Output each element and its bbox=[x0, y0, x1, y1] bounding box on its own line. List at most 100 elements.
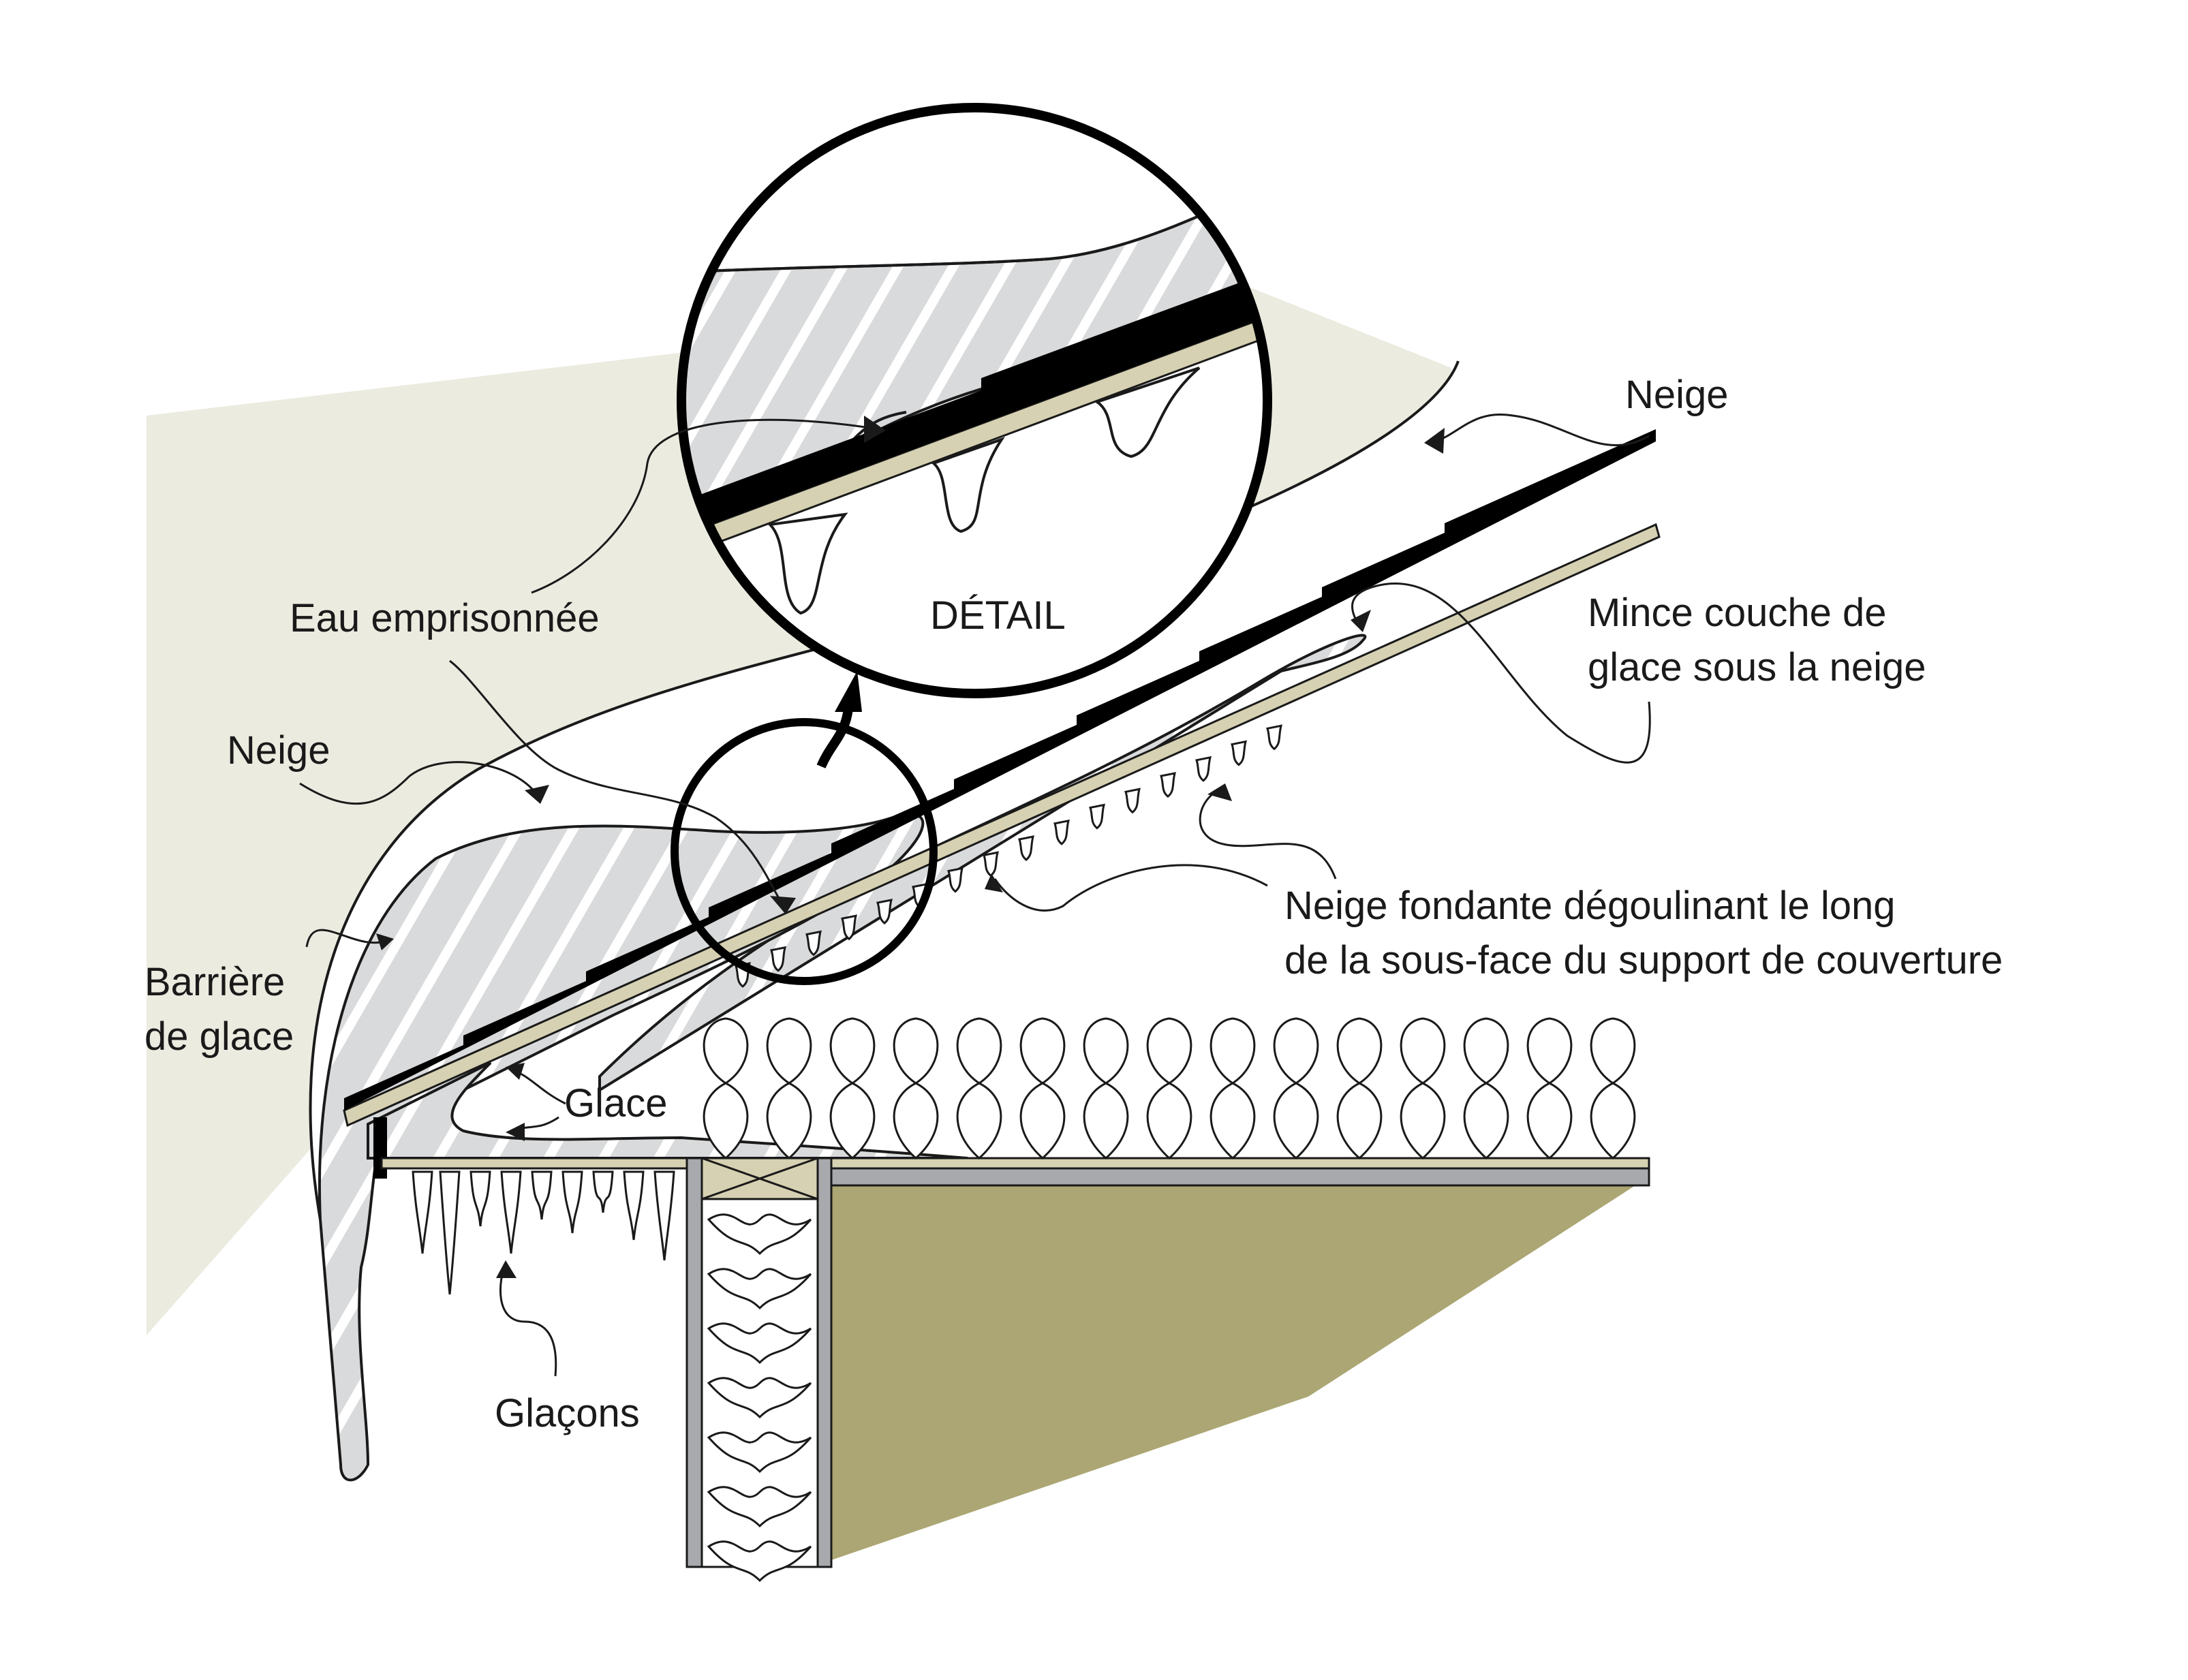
detail-connector-arrow bbox=[816, 707, 853, 768]
icicles-group bbox=[412, 1170, 675, 1295]
arrowhead-snow-top bbox=[1424, 428, 1445, 454]
wall-stud-inner bbox=[816, 1157, 833, 1568]
detail-frame bbox=[677, 103, 1272, 698]
leader-thin-ice bbox=[1351, 582, 1651, 764]
wall-insulation-batt bbox=[707, 1377, 812, 1419]
insulation-batt bbox=[829, 1017, 876, 1160]
drip bbox=[1231, 740, 1248, 766]
drip bbox=[1053, 819, 1070, 845]
arrowhead-trapped-water-bottom bbox=[770, 896, 796, 914]
detail-drip-1 bbox=[767, 512, 848, 615]
icicle bbox=[500, 1170, 522, 1254]
arrowhead-icicles bbox=[496, 1260, 517, 1278]
drip bbox=[876, 899, 893, 924]
wall-stud-outer bbox=[685, 1157, 703, 1568]
insulation-batt bbox=[1336, 1017, 1383, 1160]
label-thin-ice-line-2: glace sous la neige bbox=[1588, 645, 1926, 689]
insulation-batt bbox=[1590, 1017, 1636, 1160]
insulation-batt bbox=[956, 1017, 1002, 1160]
leader-icicles bbox=[499, 1266, 557, 1377]
detail-snow-line bbox=[681, 203, 1227, 274]
insulation-batt bbox=[766, 1017, 812, 1160]
arrowhead-melting-snow bbox=[1207, 783, 1232, 801]
insulation-batt bbox=[1083, 1017, 1129, 1160]
label-ice-dam-line-2: de glace bbox=[144, 1014, 294, 1059]
drip bbox=[1266, 724, 1283, 751]
leader-trapped-water-top bbox=[531, 418, 880, 594]
icicle bbox=[531, 1170, 553, 1220]
wall-insulation bbox=[707, 1213, 812, 1583]
drip bbox=[1195, 756, 1212, 782]
drip bbox=[1124, 788, 1141, 814]
detail-shingles bbox=[681, 262, 1267, 538]
insulation-batt bbox=[1526, 1017, 1573, 1160]
label-snow-top: Neige bbox=[1625, 373, 1729, 417]
arrowhead-melting-snow-2 bbox=[985, 873, 1003, 892]
detail-drip-3 bbox=[1094, 367, 1201, 458]
detail-view bbox=[677, 103, 1272, 698]
attic-insulation bbox=[703, 1017, 1636, 1160]
drip bbox=[1089, 803, 1106, 830]
leader-melting-snow bbox=[1199, 789, 1337, 880]
wall-insulation-batt bbox=[707, 1268, 812, 1310]
snow-outline bbox=[309, 360, 1460, 1220]
label-thin-ice: Mince couche de glace sous la neige bbox=[1588, 586, 1926, 695]
icicle bbox=[592, 1170, 614, 1213]
ceiling-board bbox=[830, 1167, 1650, 1187]
top-plate-cross bbox=[701, 1157, 818, 1200]
drip bbox=[770, 946, 787, 972]
insulation-batt bbox=[1273, 1017, 1319, 1160]
label-trapped-water: Eau emprisonnée bbox=[290, 596, 600, 640]
label-snow-left: Neige bbox=[227, 728, 330, 773]
leader-snow-top bbox=[1430, 414, 1650, 447]
label-icicles: Glaçons bbox=[495, 1391, 640, 1435]
insulation-batt bbox=[893, 1017, 939, 1160]
insulation-batt bbox=[1146, 1017, 1192, 1160]
icicle bbox=[439, 1170, 461, 1295]
label-ice: Glace bbox=[564, 1081, 668, 1125]
drip bbox=[1160, 772, 1177, 798]
drip bbox=[841, 914, 858, 941]
leader-snow-left bbox=[299, 761, 540, 805]
icicle bbox=[412, 1170, 433, 1254]
roof-shingles bbox=[344, 429, 1656, 1110]
drip bbox=[1018, 835, 1035, 861]
label-ice-dam-line-1: Barrière bbox=[144, 960, 286, 1004]
leader-melting-snow-2 bbox=[993, 864, 1268, 912]
leader-ice-dam bbox=[305, 929, 389, 948]
ceiling-drywall bbox=[831, 1185, 1635, 1560]
insulation-batt bbox=[1209, 1017, 1256, 1160]
label-ice-dam: Barrière de glace bbox=[144, 955, 294, 1064]
detail-callout-small bbox=[671, 718, 938, 985]
roof-sheathing bbox=[343, 523, 1661, 1127]
label-detail: DÉTAIL bbox=[930, 593, 1066, 638]
arrowhead-ice-dam bbox=[376, 933, 394, 950]
arrowhead-trapped-water-top bbox=[864, 416, 886, 443]
detail-connector-arrowhead bbox=[835, 671, 862, 712]
ice-pocket bbox=[367, 1061, 968, 1160]
insulation-batt bbox=[1400, 1017, 1446, 1160]
arrowhead-ice-2 bbox=[506, 1123, 525, 1141]
insulation-batt bbox=[1019, 1017, 1066, 1160]
drip bbox=[805, 930, 822, 956]
icicle bbox=[561, 1170, 583, 1234]
wall-insulation-batt bbox=[707, 1431, 812, 1474]
label-melting-snow-line-1: Neige fondante dégoulinant le long bbox=[1284, 884, 1896, 928]
icicle bbox=[653, 1170, 675, 1261]
label-melting-snow-line-2: de la sous-face du support de couverture bbox=[1284, 938, 2003, 982]
detail-drip-2 bbox=[930, 437, 1005, 533]
arrowhead-thin-ice bbox=[1351, 610, 1371, 632]
label-melting-snow: Neige fondante dégoulinant le long de la… bbox=[1284, 879, 2003, 988]
icicle bbox=[623, 1170, 645, 1241]
wall-insulation-batt bbox=[707, 1322, 812, 1365]
label-thin-ice-line-1: Mince couche de bbox=[1588, 591, 1887, 635]
wall-insulation-batt bbox=[707, 1540, 812, 1583]
drip bbox=[947, 867, 964, 893]
insulation-batt bbox=[703, 1017, 749, 1160]
soffit bbox=[380, 1157, 1650, 1170]
wall-insulation-batt bbox=[707, 1213, 812, 1256]
insulation-batt bbox=[1463, 1017, 1509, 1160]
wall-insulation-batt bbox=[707, 1486, 812, 1528]
